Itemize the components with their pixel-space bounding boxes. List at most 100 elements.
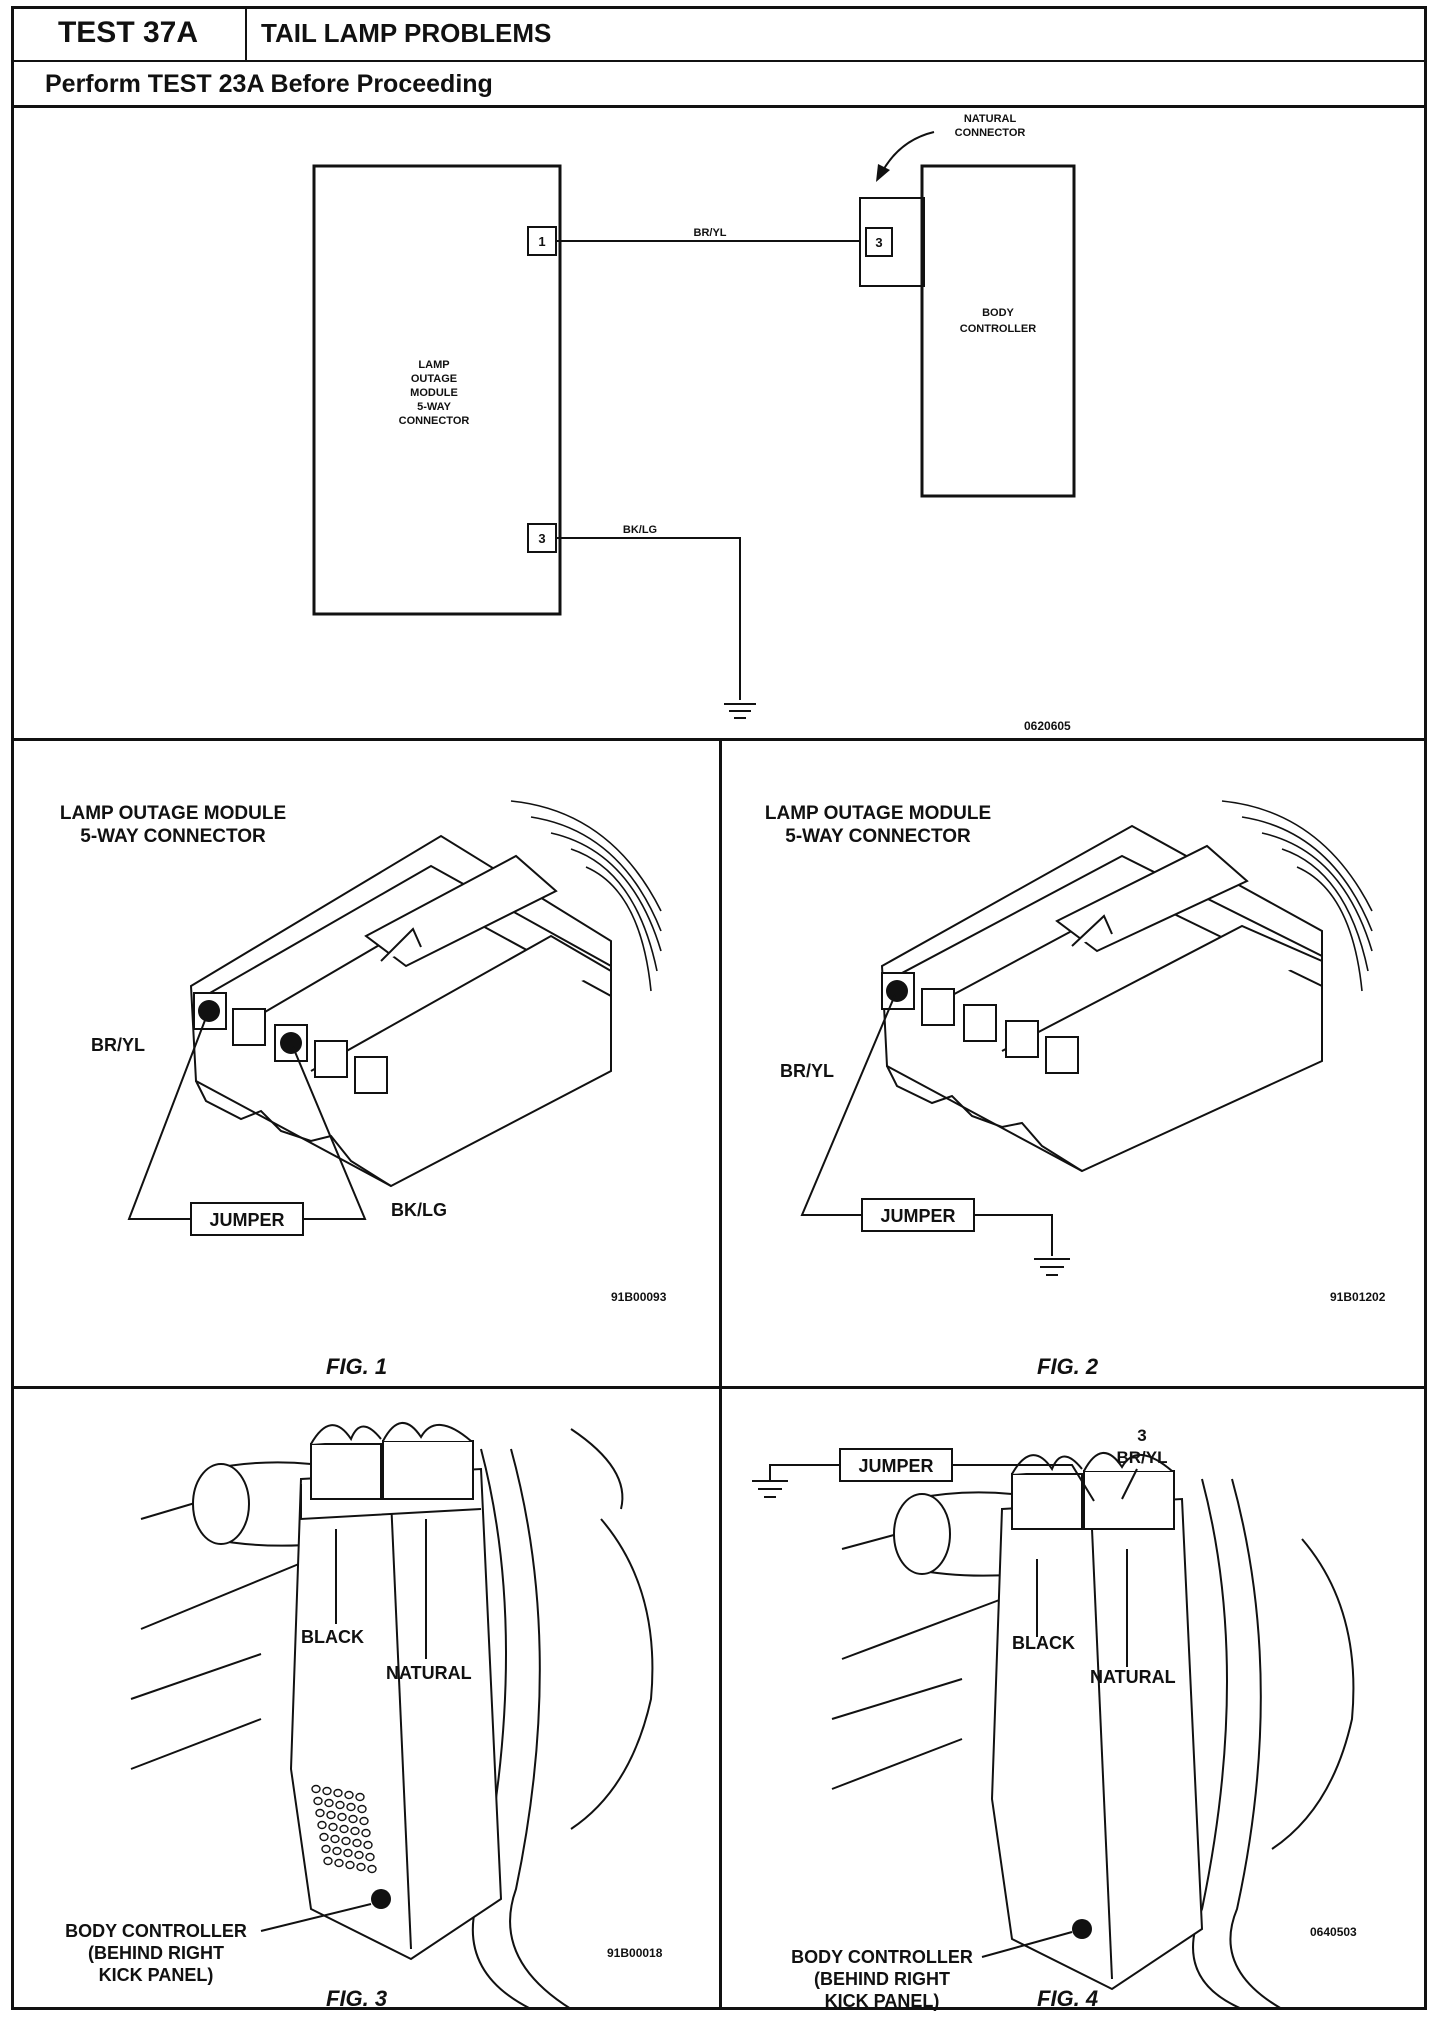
wire-top-label: BR/YL (694, 227, 727, 239)
fig2-lower-ridge (886, 1065, 1083, 1172)
fig3-vent-hole (319, 1832, 329, 1842)
header-row: TEST 37A TAIL LAMP PROBLEMS (11, 6, 1427, 62)
wiring-schematic: LAMP OUTAGE MODULE 5-WAY CONNECTOR 1 3 B… (312, 113, 1076, 733)
test-title: TAIL LAMP PROBLEMS (261, 17, 552, 48)
fig3-mount-hole (371, 1889, 391, 1909)
fig4-jumper-lead-ground (769, 1464, 840, 1481)
fig3-natural-label: NATURAL (386, 1663, 472, 1683)
fig3-body-controller-3: KICK PANEL) (99, 1965, 214, 1985)
fig1-jumper-label: JUMPER (209, 1210, 284, 1230)
fig4-natural-label: NATURAL (1090, 1667, 1176, 1687)
fig1-cavities (193, 992, 388, 1094)
fig3-vent-hole (315, 1808, 325, 1818)
fig3-code: 91B00018 (607, 1946, 663, 1960)
fig2-caption: FIG. 2 (1037, 1354, 1099, 1379)
fig3-vent-hole (311, 1784, 321, 1794)
fig3-controller-module (289, 1467, 503, 1961)
fig3-vent-hole (359, 1816, 369, 1826)
fig3-vent-hole (343, 1848, 353, 1858)
fig1-wire-right: BK/LG (391, 1200, 447, 1220)
fig3-vent-hole (330, 1834, 340, 1844)
fig3-vent-hole (365, 1852, 375, 1862)
left-box-label-1: LAMP (418, 359, 449, 371)
fig3-vent-hole (355, 1792, 365, 1802)
fig3-vent-hole (326, 1810, 336, 1820)
fig1-caption: FIG. 1 (326, 1354, 388, 1379)
fig3-vent-hole (334, 1858, 344, 1868)
fig1-connector-illustration: LAMP OUTAGE MODULE 5-WAY CONNECTOR BR/YL… (60, 800, 667, 1304)
fig3-vent-hole (332, 1846, 342, 1856)
fig4-controller-module (990, 1497, 1204, 1991)
fig4-caption: FIG. 4 (1037, 1986, 1099, 2011)
fig3-vent-hole (324, 1798, 334, 1808)
left-pin-3: 3 (538, 531, 545, 546)
right-pin-3-box (865, 227, 893, 257)
fig3-vent-hole (337, 1812, 347, 1822)
fig3-vent-hole (345, 1860, 355, 1870)
fig4-jumper-box (839, 1448, 953, 1482)
fig3-harness-plug (192, 1461, 323, 1547)
body-controller-box (920, 164, 1076, 498)
fig3-body-controller-2: (BEHIND RIGHT (88, 1943, 224, 1963)
fig3-vent-hole (350, 1826, 360, 1836)
fig3-vent-hole (321, 1844, 331, 1854)
fig3-vent-hole (352, 1838, 362, 1848)
fig3-body-controller-illustration: BLACK NATURAL BODY CONTROLLER (BEHIND RI… (65, 1422, 663, 2010)
fig3-vent-hole (356, 1862, 366, 1872)
fig3-vent-hole (322, 1786, 332, 1796)
fig1-jumper-lead-left (127, 1014, 208, 1220)
left-box-label-2: OUTAGE (411, 373, 457, 385)
fig3-vent-hole (328, 1822, 338, 1832)
fig2-wire-left: BR/YL (780, 1061, 834, 1081)
subtitle-row: Perform TEST 23A Before Proceeding (11, 62, 1427, 108)
fig2-pin-1-probe (886, 980, 908, 1002)
fig3-vent-hole (323, 1856, 333, 1866)
fig3-caption: FIG. 3 (326, 1986, 388, 2011)
left-box-label-5: CONNECTOR (399, 415, 470, 427)
fig3-vent-hole (361, 1828, 371, 1838)
fig2-jumper-box (861, 1198, 975, 1232)
schematic-code: 0620605 (1024, 719, 1071, 733)
fig2-jumper-label: JUMPER (880, 1206, 955, 1226)
fig3-vent-hole (346, 1802, 356, 1812)
fig4-mount-hole (1072, 1919, 1092, 1939)
fig3-vent-hole (317, 1820, 327, 1830)
fig1-title-2: 5-WAY CONNECTOR (80, 826, 266, 847)
left-box-label-4: 5-WAY (417, 401, 451, 413)
fig1-title-1: LAMP OUTAGE MODULE (60, 803, 286, 824)
fig2-cavities (881, 972, 1079, 1074)
fig3-black-label: BLACK (301, 1627, 364, 1647)
right-box-label-1: BODY (982, 307, 1014, 319)
fig3-vent-hole (348, 1814, 358, 1824)
fig3-vent-hole (339, 1824, 349, 1834)
right-box-label-2: CONTROLLER (960, 323, 1036, 335)
wire-bottom-label: BK/LG (623, 524, 657, 536)
fig1-jumper-box (190, 1202, 304, 1236)
fig1-pin-3-probe (280, 1032, 302, 1054)
fig2-jumper-lead-ground (974, 1214, 1053, 1256)
fig3-vent-hole (335, 1800, 345, 1810)
ground-symbol (724, 703, 756, 719)
fig4-body-controller-3: KICK PANEL) (825, 1991, 940, 2011)
fig2-wire-bundle (1221, 800, 1373, 992)
fig3-vent-hole (344, 1790, 354, 1800)
fig2-connector-body (880, 824, 1323, 1173)
fig2-title-2: 5-WAY CONNECTOR (785, 826, 971, 847)
fig2-connector-illustration: LAMP OUTAGE MODULE 5-WAY CONNECTOR BR/YL… (765, 800, 1386, 1304)
fig4-body-controller-illustration: JUMPER 3 BR/YL BLACK NATURAL BODY CONTRO… (752, 1426, 1357, 2011)
fig4-connector-blocks (1011, 1452, 1175, 1530)
fig3-body-controller-leader (260, 1903, 372, 1932)
fig3-vent-hole (333, 1788, 343, 1798)
fig3-connector-blocks (310, 1422, 474, 1500)
fig1-jumper-lead-right (292, 1046, 367, 1220)
fig4-body-controller-2: (BEHIND RIGHT (814, 1969, 950, 1989)
fig1-code: 91B00093 (611, 1290, 667, 1304)
fig4-harness-plug (893, 1491, 1024, 1577)
fig3-vent-hole (367, 1864, 377, 1874)
test-id: TEST 37A (11, 6, 247, 60)
fig2-ground-symbol (1034, 1258, 1070, 1276)
fig4-body-controller-1: BODY CONTROLLER (791, 1947, 973, 1967)
fig3-body-controller-1: BODY CONTROLLER (65, 1921, 247, 1941)
fig3-vent-hole (341, 1836, 351, 1846)
fig4-ground-symbol (752, 1480, 788, 1498)
